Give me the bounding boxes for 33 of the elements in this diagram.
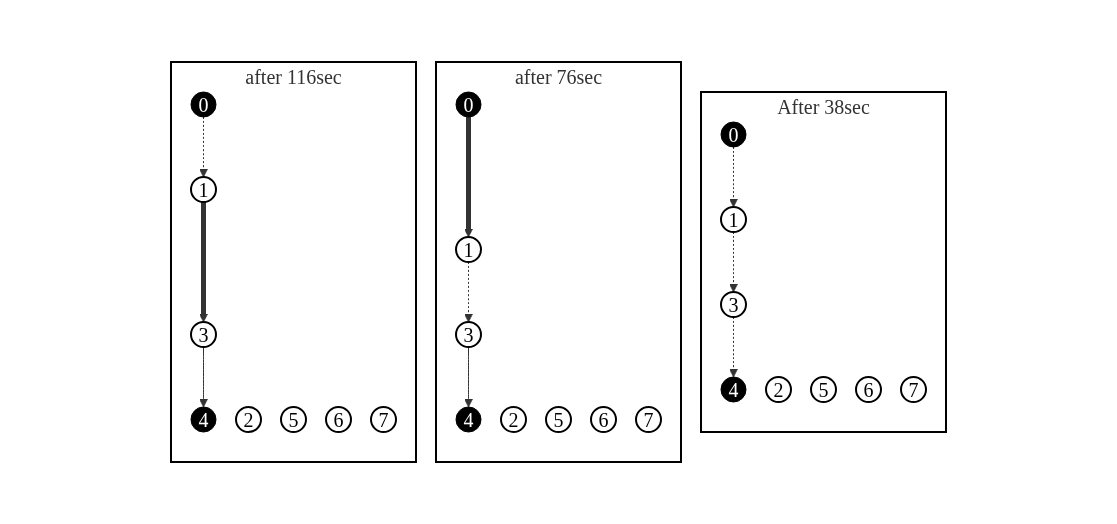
arrow xyxy=(199,346,208,408)
arrow xyxy=(199,116,208,178)
node-circle: 5 xyxy=(810,376,837,403)
node-circle: 2 xyxy=(235,406,262,433)
arrow xyxy=(464,117,473,238)
node-circle: 4 xyxy=(455,406,482,433)
node-circle: 5 xyxy=(280,406,307,433)
node-circle: 7 xyxy=(635,406,662,433)
node-circle: 7 xyxy=(900,376,927,403)
arrow xyxy=(464,346,473,408)
node-circle: 6 xyxy=(325,406,352,433)
node-circle: 0 xyxy=(190,91,217,118)
node-circle: 1 xyxy=(455,236,482,263)
node-circle: 2 xyxy=(500,406,527,433)
node-circle: 1 xyxy=(190,176,217,203)
node-circle: 4 xyxy=(720,376,747,403)
arrow xyxy=(199,202,208,323)
node-circle: 3 xyxy=(455,321,482,348)
arrow xyxy=(729,146,738,208)
arrow xyxy=(464,261,473,323)
node-circle: 6 xyxy=(855,376,882,403)
node-circle: 5 xyxy=(545,406,572,433)
node-circle: 7 xyxy=(370,406,397,433)
node-circle: 3 xyxy=(190,321,217,348)
node-circle: 4 xyxy=(190,406,217,433)
node-circle: 6 xyxy=(590,406,617,433)
arrow xyxy=(729,316,738,378)
node-circle: 0 xyxy=(720,121,747,148)
node-circle: 2 xyxy=(765,376,792,403)
node-circle: 1 xyxy=(720,206,747,233)
node-circle: 0 xyxy=(455,91,482,118)
arrow xyxy=(729,231,738,293)
node-circle: 3 xyxy=(720,291,747,318)
